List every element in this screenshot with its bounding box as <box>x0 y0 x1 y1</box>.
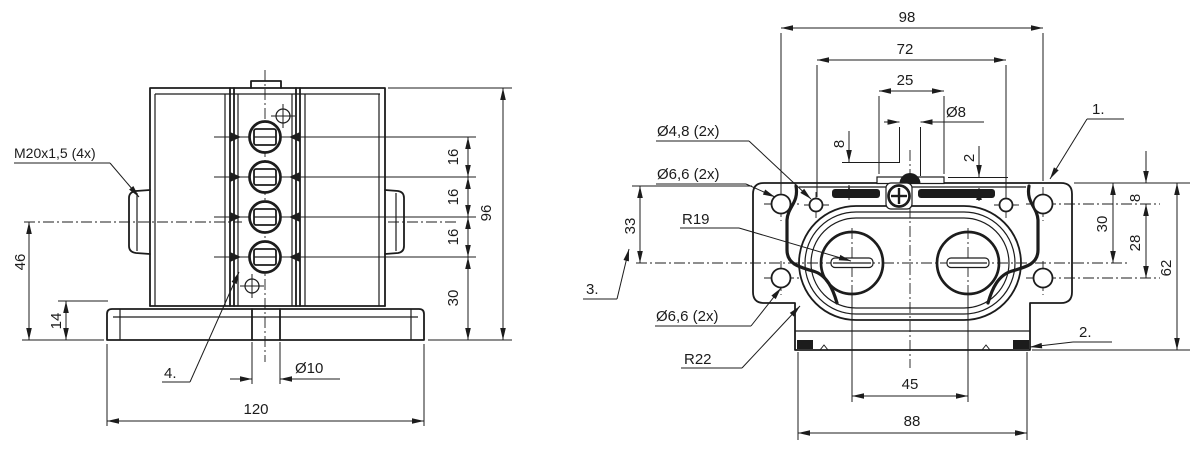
terminal-screw <box>230 240 300 274</box>
terminal-screw <box>230 120 300 154</box>
dim-88-label: 88 <box>904 413 921 430</box>
dim-2-label: 2 <box>961 154 978 162</box>
edge-notch <box>819 344 829 351</box>
hole-66-bottom-label: Ø6,6 (2x) <box>656 308 719 325</box>
dim-62-label: 62 <box>1158 260 1175 277</box>
terminal-screw <box>230 160 300 194</box>
edge-notch <box>981 344 991 351</box>
dim-8-boss-label: 8 <box>831 140 848 148</box>
dim-46-label: 46 <box>12 254 29 271</box>
dim-d8-label: Ø8 <box>946 104 966 121</box>
front-dimensions: M20x1,5 (4x) 46 14 4. Ø10 120 16 16 16 3… <box>12 88 506 424</box>
top-dimensions: 98 72 25 Ø8 8 2 1. Ø4,8 (2x) Ø6,6 (2x) R… <box>583 9 1180 436</box>
radius-22-label: R22 <box>684 351 712 368</box>
dim-16-label: 16 <box>445 189 462 206</box>
dim-16-label: 16 <box>445 149 462 166</box>
mounting-holes <box>770 193 1054 289</box>
base-flange-outline <box>752 182 1073 351</box>
dim-96-label: 96 <box>478 205 495 222</box>
dim-8-edge-label: 8 <box>1127 194 1144 202</box>
dim-120-label: 120 <box>243 401 268 418</box>
terminal-screw <box>230 200 300 234</box>
thread-callout-label: M20x1,5 (4x) <box>14 145 96 161</box>
ref-4-label: 4. <box>164 365 177 382</box>
dome-knob <box>899 173 921 184</box>
base-plate <box>106 305 425 341</box>
vent-slot-right <box>918 189 995 198</box>
dim-14-label: 14 <box>48 313 65 330</box>
top-view: 98 72 25 Ø8 8 2 1. Ø4,8 (2x) Ø6,6 (2x) R… <box>583 9 1190 440</box>
dim-16-label: 16 <box>445 229 462 246</box>
dim-98-label: 98 <box>899 9 916 26</box>
mounting-clip-right <box>1013 340 1029 349</box>
ref-1-label: 1. <box>1092 101 1105 118</box>
vent-slot-left <box>832 189 880 198</box>
housing-body <box>128 80 405 307</box>
radius-19-label: R19 <box>682 211 710 228</box>
front-view: M20x1,5 (4x) 46 14 4. Ø10 120 16 16 16 3… <box>12 70 512 426</box>
top-extension-lines <box>632 33 1190 440</box>
terminal-screws <box>230 120 300 274</box>
dim-slot-diameter-label: Ø10 <box>295 360 323 377</box>
dim-25-label: 25 <box>897 72 914 89</box>
small-hole-marks <box>240 104 295 298</box>
dim-30-edge-label: 30 <box>1094 216 1111 233</box>
dim-28-label: 28 <box>1127 235 1144 252</box>
ref-2-label: 2. <box>1079 324 1092 341</box>
hole-48-label: Ø4,8 (2x) <box>657 123 720 140</box>
dim-33-label: 33 <box>622 218 639 235</box>
terminal-openings <box>819 230 1001 296</box>
dim-45-label: 45 <box>902 376 919 393</box>
cable-gland-boss-right <box>384 189 405 255</box>
dim-72-label: 72 <box>897 41 914 58</box>
dim-30-label: 30 <box>445 290 462 307</box>
hole-66-top-label: Ø6,6 (2x) <box>657 166 720 183</box>
ref-3-label: 3. <box>586 281 599 298</box>
front-centerlines <box>24 70 458 362</box>
top-edge-details <box>832 173 995 210</box>
mounting-clip-left <box>797 340 813 349</box>
top-tab <box>250 80 282 89</box>
